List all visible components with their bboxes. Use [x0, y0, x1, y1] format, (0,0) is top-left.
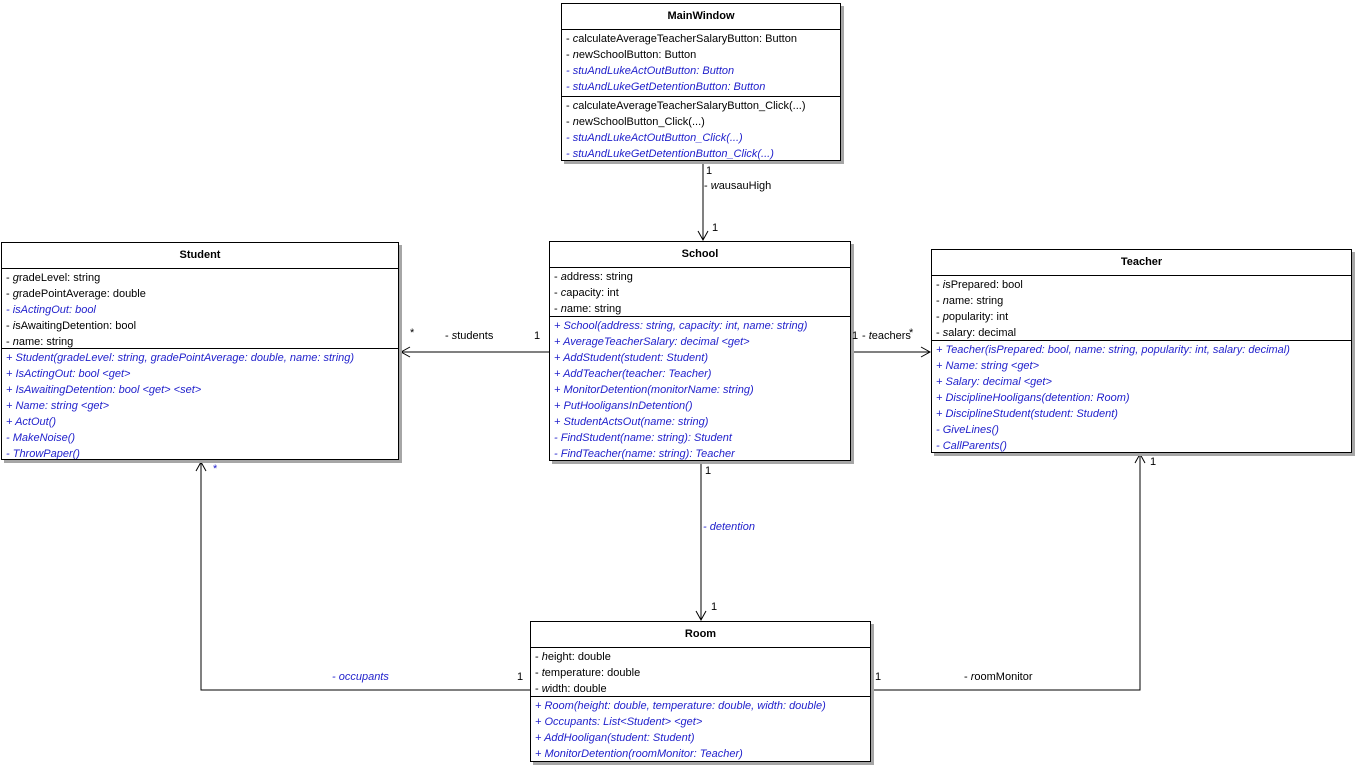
member-line[interactable]: - isPrepared: bool: [936, 279, 1023, 291]
member-line[interactable]: - stuAndLukeActOutButton_Click(...): [566, 132, 743, 144]
member-line[interactable]: - newSchoolButton: Button: [566, 49, 697, 61]
multiplicity-occupants-target: *: [213, 463, 218, 475]
multiplicity-teachers-target: *: [909, 327, 914, 339]
member-line[interactable]: + Teacher(isPrepared: bool, name: string…: [936, 344, 1290, 356]
member-line[interactable]: - isAwaitingDetention: bool: [6, 320, 137, 332]
multiplicity-wausauhigh-target: 1: [712, 222, 719, 234]
member-line[interactable]: + AddStudent(student: Student): [554, 352, 709, 364]
member-line[interactable]: - CallParents(): [936, 440, 1007, 452]
member-line[interactable]: + Name: string <get>: [936, 360, 1040, 372]
member-line[interactable]: - name: string: [554, 303, 622, 315]
class-title-room: Room: [531, 622, 870, 648]
member-line[interactable]: + DisciplineHooligans(detention: Room): [936, 392, 1130, 404]
association-wausauhigh[interactable]: [697, 161, 709, 242]
member-line[interactable]: - ThrowPaper(): [6, 448, 80, 459]
class-title-teacher: Teacher: [932, 250, 1351, 276]
methods-compartment: + Student(gradeLevel: string, gradePoint…: [2, 349, 398, 459]
member-line[interactable]: + Room(height: double, temperature: doub…: [535, 700, 826, 712]
member-line[interactable]: + MonitorDetention(roomMonitor: Teacher): [535, 748, 743, 760]
member-line[interactable]: + StudentActsOut(name: string): [554, 416, 709, 428]
member-line[interactable]: + Student(gradeLevel: string, gradePoint…: [6, 352, 355, 364]
association-label-students[interactable]: - students: [445, 330, 494, 342]
association-label-roommonitor[interactable]: - roomMonitor: [964, 671, 1033, 683]
multiplicity-detention-target: 1: [711, 601, 718, 613]
attributes-compartment: - address: string - capacity: int - name: …: [550, 268, 850, 317]
member-line[interactable]: - calculateAverageTeacherSalaryButton_Cl…: [566, 100, 806, 112]
class-school[interactable]: School - address: string- capacity: int-…: [549, 241, 851, 461]
member-line[interactable]: - stuAndLukeActOutButton: Button: [566, 65, 735, 77]
methods-compartment: + School(address: string, capacity: int,…: [550, 317, 850, 460]
member-line[interactable]: - FindTeacher(name: string): Teacher: [554, 448, 735, 460]
member-line[interactable]: - MakeNoise(): [6, 432, 76, 444]
member-line[interactable]: + AverageTeacherSalary: decimal <get>: [554, 336, 750, 348]
class-teacher[interactable]: Teacher - isPrepared: bool - name: string…: [931, 249, 1352, 453]
member-line[interactable]: - isActingOut: bool: [6, 304, 96, 316]
methods-compartment: + Room(height: double, temperature: doub…: [531, 697, 870, 761]
class-room[interactable]: Room - height: double - temperature: doub…: [530, 621, 871, 762]
attributes-compartment: - isPrepared: bool - name: string - popula…: [932, 276, 1351, 341]
class-title-mainwindow: MainWindow: [562, 4, 840, 30]
association-label-detention[interactable]: - detention: [703, 521, 755, 533]
member-line[interactable]: - stuAndLukeGetDetentionButton_Click(...…: [566, 148, 774, 160]
member-line[interactable]: + Occupants: List<Student> <get>: [535, 716, 703, 728]
class-mainwindow[interactable]: MainWindow - calculateAverageTeacherSala…: [561, 3, 841, 161]
multiplicity-teachers-source: 1: [852, 330, 859, 342]
member-line[interactable]: - name: string: [936, 295, 1004, 307]
class-title-student: Student: [2, 243, 398, 269]
member-line[interactable]: - FindStudent(name: string): Student: [554, 432, 732, 444]
member-line[interactable]: + Name: string <get>: [6, 400, 110, 412]
attributes-compartment: - gradeLevel: string - gradePointAverage:…: [2, 269, 398, 349]
multiplicity-occupants-source: 1: [517, 671, 524, 683]
multiplicity-roommonitor-target: 1: [1150, 456, 1157, 468]
member-line[interactable]: - salary: decimal: [936, 327, 1017, 339]
member-line[interactable]: - gradePointAverage: double: [6, 288, 146, 300]
member-line[interactable]: + School(address: string, capacity: int,…: [554, 320, 808, 332]
member-line[interactable]: + AddHooligan(student: Student): [535, 732, 695, 744]
member-line[interactable]: - newSchoolButton_Click(...): [566, 116, 705, 128]
multiplicity-wausauhigh-source: 1: [706, 165, 713, 177]
member-line[interactable]: + MonitorDetention(monitorName: string): [554, 384, 754, 396]
multiplicity-students-source: 1: [534, 330, 541, 342]
member-line[interactable]: - stuAndLukeGetDetentionButton: Button: [566, 81, 766, 93]
member-line[interactable]: - width: double: [535, 683, 607, 695]
association-students[interactable]: [399, 346, 549, 358]
association-occupants[interactable]: [195, 460, 530, 691]
member-line[interactable]: + IsActingOut: bool <get>: [6, 368, 131, 380]
multiplicity-roommonitor-source: 1: [875, 671, 882, 683]
member-line[interactable]: + IsAwaitingDetention: bool <get> <set>: [6, 384, 202, 396]
member-line[interactable]: - calculateAverageTeacherSalaryButton: B…: [566, 33, 797, 45]
methods-compartment: + Teacher(isPrepared: bool, name: string…: [932, 341, 1351, 452]
association-label-occupants[interactable]: - occupants: [332, 671, 389, 683]
association-detention[interactable]: [695, 461, 707, 622]
association-label-wausauhigh[interactable]: - wausauHigh: [704, 180, 772, 192]
multiplicity-students-target: *: [410, 327, 415, 339]
member-line[interactable]: + PutHooligansInDetention(): [554, 400, 693, 412]
member-line[interactable]: + ActOut(): [6, 416, 57, 428]
member-line[interactable]: - capacity: int: [554, 287, 619, 299]
member-line[interactable]: + Salary: decimal <get>: [936, 376, 1052, 388]
member-line[interactable]: - temperature: double: [535, 667, 641, 679]
methods-compartment: - calculateAverageTeacherSalaryButton_Cl…: [562, 97, 840, 160]
member-line[interactable]: - gradeLevel: string: [6, 272, 101, 284]
attributes-compartment: - calculateAverageTeacherSalaryButton: B…: [562, 30, 840, 97]
member-line[interactable]: - GiveLines(): [936, 424, 999, 436]
association-label-teachers[interactable]: - teachers: [862, 330, 911, 342]
member-line[interactable]: - popularity: int: [936, 311, 1009, 323]
multiplicity-detention-source: 1: [705, 465, 712, 477]
member-line[interactable]: - height: double: [535, 651, 611, 663]
association-teachers[interactable]: [851, 346, 932, 358]
member-line[interactable]: - address: string: [554, 271, 633, 283]
member-line[interactable]: + AddTeacher(teacher: Teacher): [554, 368, 712, 380]
class-student[interactable]: Student - gradeLevel: string - gradePoint…: [1, 242, 399, 460]
association-roommonitor[interactable]: [872, 452, 1146, 691]
member-line[interactable]: - name: string: [6, 336, 74, 348]
attributes-compartment: - height: double - temperature: double - w…: [531, 648, 870, 697]
member-line[interactable]: + DisciplineStudent(student: Student): [936, 408, 1118, 420]
class-title-school: School: [550, 242, 850, 268]
